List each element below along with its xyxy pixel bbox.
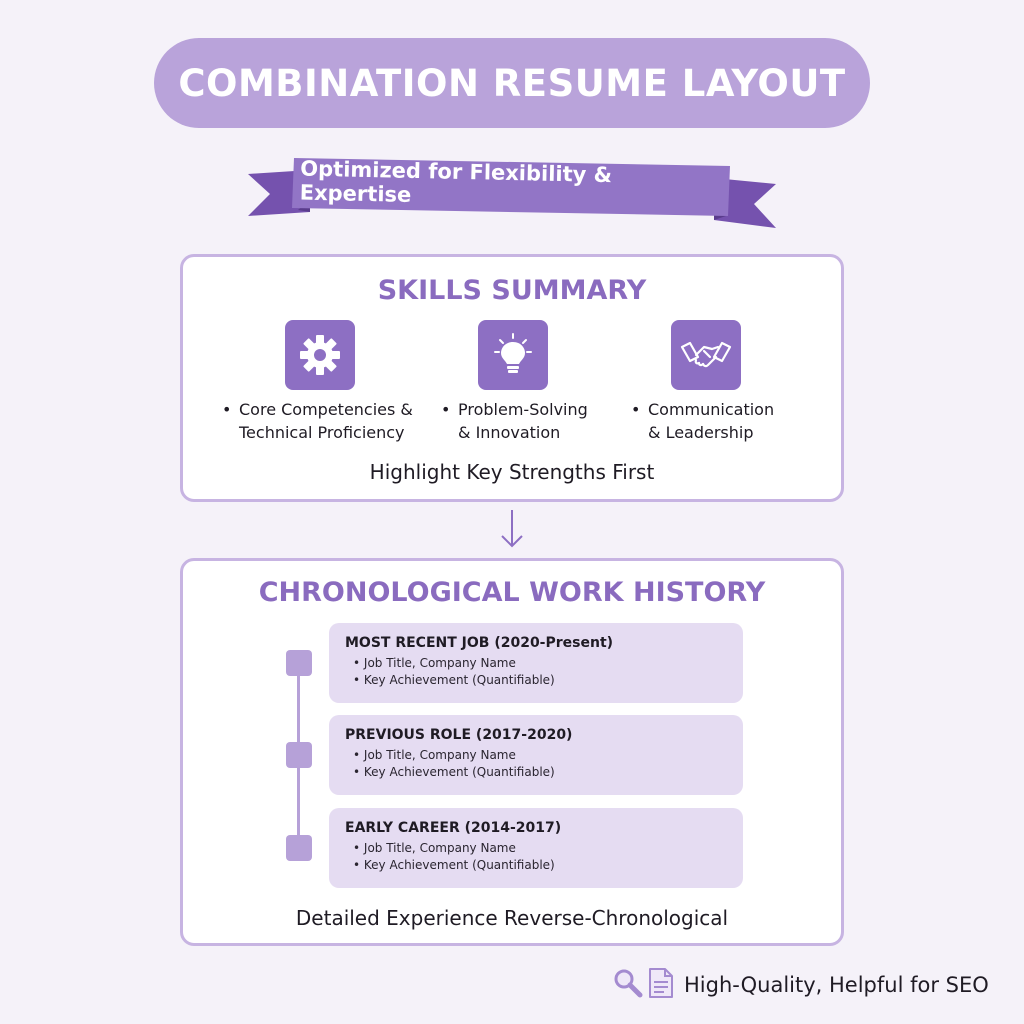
job-detail: • Key Achievement (Quantifiable) bbox=[353, 765, 555, 779]
ribbon-text: Optimized for Flexibility & Expertise bbox=[299, 156, 613, 207]
job-entry-early-career: EARLY CAREER (2014-2017) • Job Title, Co… bbox=[329, 808, 743, 888]
work-footer: Detailed Experience Reverse-Chronologica… bbox=[295, 906, 729, 930]
timeline-node bbox=[286, 742, 312, 768]
title-banner: COMBINATION RESUME LAYOUT bbox=[154, 38, 870, 128]
gear-icon bbox=[285, 320, 355, 390]
down-arrow-icon bbox=[498, 508, 526, 552]
job-detail: • Job Title, Company Name bbox=[353, 748, 516, 762]
timeline-node bbox=[286, 835, 312, 861]
job-title: MOST RECENT JOB (2020-Present) bbox=[345, 635, 614, 651]
ribbon-shape bbox=[248, 158, 776, 228]
work-history-card: CHRONOLOGICAL WORK HISTORY MOST RECENT J… bbox=[180, 558, 844, 946]
work-heading: CHRONOLOGICAL WORK HISTORY bbox=[258, 577, 766, 608]
page-title: COMBINATION RESUME LAYOUT bbox=[178, 61, 846, 105]
skills-footer: Highlight Key Strengths First bbox=[369, 460, 655, 484]
skill-item-problem-solving: • Problem-Solving & Innovation bbox=[441, 400, 588, 442]
timeline-node bbox=[286, 650, 312, 676]
document-icon bbox=[648, 967, 674, 1003]
job-title: EARLY CAREER (2014-2017) bbox=[345, 820, 562, 836]
job-entry-previous: PREVIOUS ROLE (2017-2020) • Job Title, C… bbox=[329, 715, 743, 795]
skills-summary-card: SKILLS SUMMARY • Core Competencies & Tec… bbox=[180, 254, 844, 502]
subtitle-ribbon: Optimized for Flexibility & Expertise bbox=[248, 152, 776, 238]
job-title: PREVIOUS ROLE (2017-2020) bbox=[345, 727, 573, 743]
job-detail: • Job Title, Company Name bbox=[353, 656, 516, 670]
job-detail: • Key Achievement (Quantifiable) bbox=[353, 858, 555, 872]
job-detail: • Key Achievement (Quantifiable) bbox=[353, 673, 555, 687]
seo-note: High-Quality, Helpful for SEO bbox=[612, 966, 989, 1004]
job-entry-most-recent: MOST RECENT JOB (2020-Present) • Job Tit… bbox=[329, 623, 743, 703]
job-detail: • Job Title, Company Name bbox=[353, 841, 516, 855]
skill-item-core-competencies: • Core Competencies & Technical Proficie… bbox=[222, 400, 413, 442]
skill-item-communication: • Communication & Leadership bbox=[631, 400, 775, 442]
skills-heading: SKILLS SUMMARY bbox=[377, 275, 647, 306]
handshake-icon bbox=[671, 320, 741, 390]
seo-label: High-Quality, Helpful for SEO bbox=[684, 973, 989, 997]
lightbulb-icon bbox=[478, 320, 548, 390]
magnifier-icon bbox=[612, 967, 644, 1003]
